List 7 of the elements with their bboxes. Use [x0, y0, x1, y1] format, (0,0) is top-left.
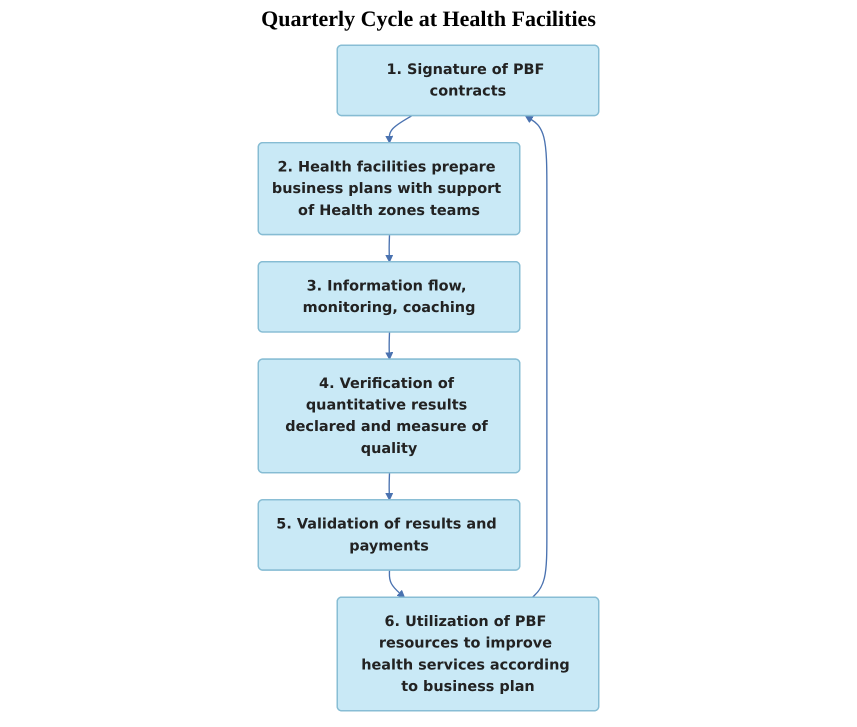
arrow — [385, 115, 412, 144]
arrow — [385, 235, 394, 262]
diagram-title: Quarterly Cycle at Health Facilities — [260, 5, 597, 33]
arrow — [385, 332, 394, 360]
arrow — [388, 570, 406, 598]
arrow — [525, 116, 548, 598]
arrow — [385, 473, 394, 501]
